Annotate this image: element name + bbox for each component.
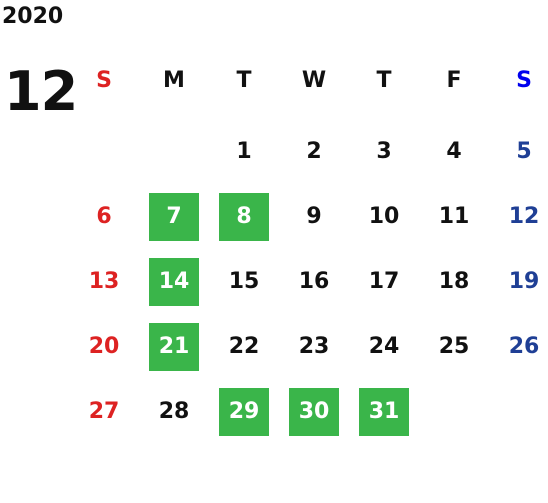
day-cell[interactable]: 19	[508, 269, 540, 294]
day-cell-highlighted[interactable]: 31	[359, 388, 409, 436]
day-cell[interactable]: 27	[88, 399, 120, 424]
day-cell[interactable]: 2	[306, 139, 322, 164]
weekday-header: T	[376, 68, 392, 93]
day-cell[interactable]: 26	[508, 334, 540, 359]
day-cell[interactable]: 24	[368, 334, 400, 359]
day-cell[interactable]: 6	[96, 204, 112, 229]
day-cell[interactable]: 17	[368, 269, 400, 294]
day-cell[interactable]: 1	[236, 139, 252, 164]
day-cell[interactable]: 22	[228, 334, 260, 359]
day-cell[interactable]: 18	[438, 269, 470, 294]
day-cell[interactable]: 11	[438, 204, 470, 229]
day-cell[interactable]: 10	[368, 204, 400, 229]
day-cell[interactable]: 20	[88, 334, 120, 359]
weekday-header: S	[516, 68, 532, 93]
day-cell[interactable]: 4	[446, 139, 462, 164]
weekday-header: W	[301, 68, 327, 93]
weekday-header: T	[236, 68, 252, 93]
day-cell[interactable]: 28	[158, 399, 190, 424]
day-cell-highlighted[interactable]: 14	[149, 258, 199, 306]
day-cell[interactable]: 9	[306, 204, 322, 229]
day-cell[interactable]: 13	[88, 269, 120, 294]
weekday-header: S	[96, 68, 112, 93]
calendar-year: 2020	[2, 4, 64, 29]
day-cell[interactable]: 3	[376, 139, 392, 164]
weekday-header: F	[446, 68, 462, 93]
day-cell-highlighted[interactable]: 29	[219, 388, 269, 436]
day-cell[interactable]: 16	[298, 269, 330, 294]
day-cell[interactable]: 15	[228, 269, 260, 294]
day-cell-highlighted[interactable]: 21	[149, 323, 199, 371]
day-cell[interactable]: 25	[438, 334, 470, 359]
day-cell[interactable]: 5	[516, 139, 532, 164]
day-cell-highlighted[interactable]: 7	[149, 193, 199, 241]
weekday-header: M	[163, 68, 185, 93]
day-cell-highlighted[interactable]: 8	[219, 193, 269, 241]
calendar-month: 12	[4, 60, 78, 123]
day-cell-highlighted[interactable]: 30	[289, 388, 339, 436]
day-cell[interactable]: 23	[298, 334, 330, 359]
day-cell[interactable]: 12	[508, 204, 540, 229]
